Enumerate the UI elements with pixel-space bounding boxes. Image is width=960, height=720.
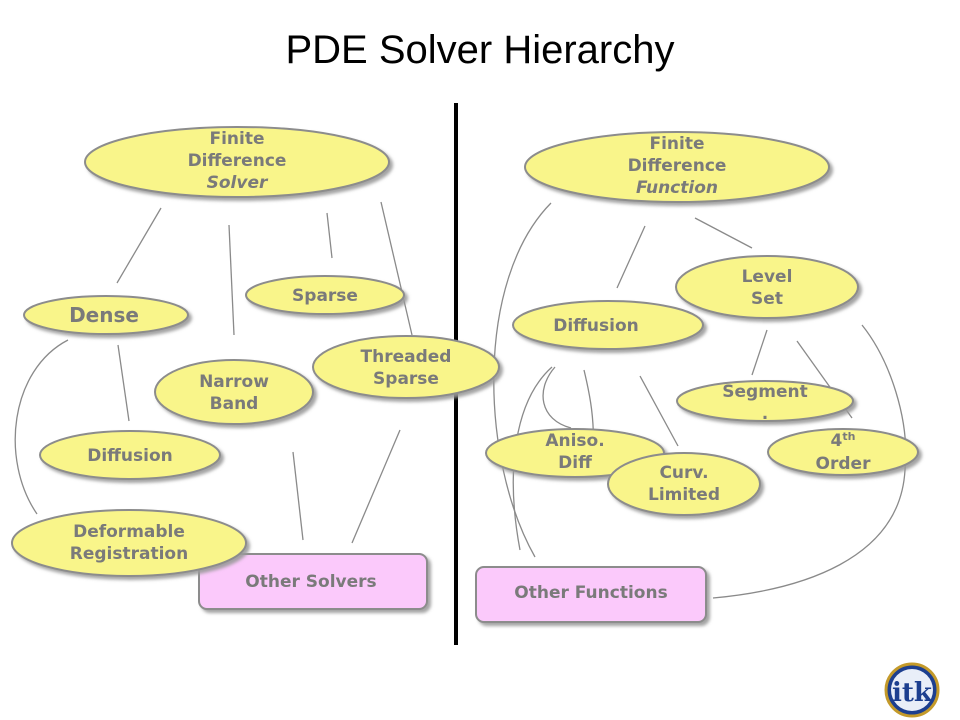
node-deformable-registration: Deformable Registration (11, 509, 247, 577)
threaded-sparse-line1: Threaded (361, 347, 452, 367)
connector-dense-root (116, 207, 162, 284)
node-aniso-diff: Aniso. Diff (485, 428, 665, 478)
function-root-line2: Difference (628, 156, 727, 176)
connector-fourth-diffusion (639, 375, 679, 447)
level-set-line2: Set (751, 289, 783, 309)
box-other-functions: Other Functions (475, 566, 707, 623)
dense-label: Dense (69, 303, 139, 327)
node-sparse: Sparse (245, 275, 405, 315)
node-diffusion-left: Diffusion (39, 430, 221, 480)
curv-limited-line2: Limited (648, 485, 720, 505)
itk-logo: itk (884, 662, 940, 718)
connector-other-levelset (712, 324, 907, 599)
node-threaded-sparse: Threaded Sparse (312, 335, 500, 399)
other-solvers-label: Other Solvers (245, 572, 376, 592)
sparse-label: Sparse (292, 286, 358, 306)
level-set-line1: Level (742, 267, 793, 287)
left-connectors (14, 201, 413, 544)
connector-other-threaded (351, 429, 401, 544)
threaded-sparse-line2: Sparse (373, 369, 439, 389)
segment-line1: Segment (722, 382, 807, 402)
fourth-order-sup: th (842, 430, 855, 443)
node-dense: Dense (23, 295, 189, 335)
node-curv-limited: Curv. Limited (607, 452, 761, 516)
connector-diffusion-dense (117, 344, 130, 422)
function-root-line1: Finite (649, 134, 704, 154)
page-title: PDE Solver Hierarchy (285, 28, 675, 72)
connector-threaded-root (380, 201, 413, 336)
right-connectors (493, 202, 907, 599)
connector-narrowband-root (228, 224, 235, 336)
connector-segment-levelset (751, 329, 768, 376)
narrow-band-line1: Narrow (199, 372, 269, 392)
aniso-diff-line1: Aniso. (545, 431, 604, 451)
curv-limited-line1: Curv. (659, 463, 708, 483)
registration-line2: Registration (70, 544, 188, 564)
fourth-order-line2: Order (816, 454, 872, 474)
segment-line2: . (762, 404, 768, 424)
connector-levelset-root (694, 217, 753, 249)
function-root-line3: Function (636, 178, 718, 198)
node-diffusion-right: Diffusion (512, 300, 704, 350)
box-other-solvers: Other Solvers (198, 553, 428, 610)
fourth-order-base: 4 (831, 431, 843, 451)
node-level-set: Level Set (675, 255, 859, 319)
connector-sparse-root (326, 212, 333, 259)
node-narrow-band: Narrow Band (154, 359, 314, 425)
node-finite-difference-solver: Finite Difference Solver (84, 126, 390, 198)
connector-other-root (493, 202, 552, 558)
connector-diffusion-root (616, 225, 646, 289)
solver-root-line1: Finite (209, 129, 264, 149)
aniso-diff-line2: Diff (558, 453, 592, 473)
diffusion-left-label: Diffusion (87, 446, 173, 466)
registration-line1: Deformable (73, 522, 185, 542)
connector-aniso-diffusion (542, 366, 572, 429)
fourth-order-line1: 4th (831, 430, 856, 451)
diffusion-right-label: Diffusion (553, 316, 639, 336)
other-functions-label: Other Functions (514, 583, 667, 603)
connector-registration-dense (14, 339, 69, 515)
node-finite-difference-function: Finite Difference Function (524, 131, 830, 203)
connector-other-narrowband (292, 451, 304, 541)
solver-root-line2: Difference (188, 151, 287, 171)
narrow-band-line2: Band (210, 394, 259, 414)
solver-root-line3: Solver (207, 173, 269, 193)
node-segment: Segment . (676, 380, 854, 424)
itk-logo-text: itk (892, 678, 933, 708)
node-fourth-order: 4th Order (767, 428, 919, 476)
